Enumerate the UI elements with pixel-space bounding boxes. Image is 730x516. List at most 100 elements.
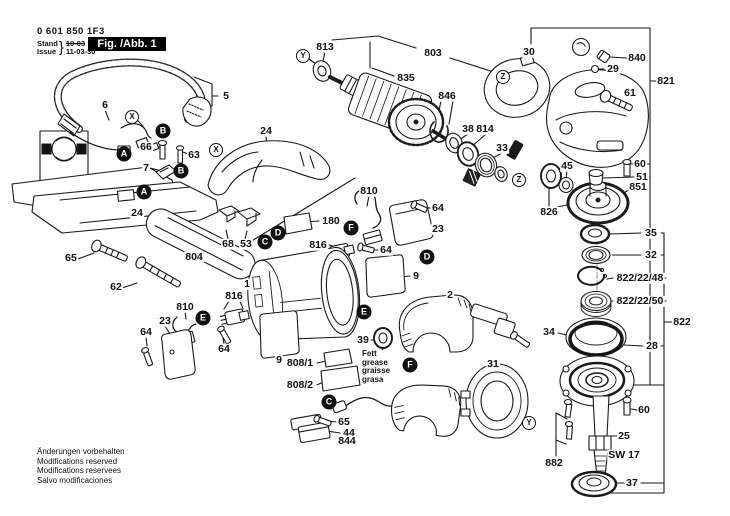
- screw-66-drawing: [157, 139, 168, 160]
- view-marker-Y: Y: [296, 49, 310, 63]
- screw-60-low-drawing: [622, 396, 632, 416]
- view-marker-A: A: [116, 146, 132, 162]
- part-label-840: 840: [627, 51, 647, 64]
- clamp-screw-drawing: [510, 331, 531, 348]
- spindle-25-drawing: [588, 395, 612, 477]
- field-stator-upper-drawing: [398, 294, 474, 353]
- part-label-821: 821: [656, 74, 676, 87]
- view-marker-B: B: [155, 123, 171, 139]
- brace-glyph: }: [58, 39, 64, 56]
- part-label-23: 23: [158, 314, 172, 327]
- view-marker-D: D: [270, 225, 286, 241]
- part-label-65: 65: [64, 251, 78, 264]
- motor-housing-drawing: [483, 37, 649, 186]
- view-marker-A: A: [136, 184, 152, 200]
- screw-64-top-drawing: [410, 200, 428, 213]
- screws-882-drawing: [563, 398, 574, 440]
- figure-label: Fig. /Abb. 1: [88, 37, 166, 51]
- view-marker-E: E: [356, 304, 372, 320]
- part-label-6: 6: [101, 98, 109, 111]
- aux-handle-drawing: [91, 208, 256, 288]
- ring-32-drawing: [581, 245, 611, 265]
- cover-34-ring-28-drawing: [565, 317, 627, 357]
- footer-line: Modifications reservees: [37, 466, 122, 476]
- sheet-9-left-drawing: [259, 310, 300, 359]
- part-label-816: 816: [308, 238, 328, 251]
- part-label-31: 31: [486, 357, 500, 370]
- view-marker-F: F: [343, 220, 359, 236]
- screw-64-lowright-drawing: [217, 325, 232, 345]
- footer-line: Änderungen vorbehalten: [37, 447, 125, 456]
- part-label-844: 844: [337, 434, 357, 447]
- part-label-61: 61: [623, 86, 637, 99]
- part-label-846: 846: [437, 89, 457, 102]
- part-number: 0 601 850 1F3: [37, 26, 105, 37]
- part-label-29: 29: [606, 62, 620, 75]
- part-label-SW-17: SW 17: [607, 448, 641, 461]
- part-label-808-1: 808/1: [285, 356, 315, 369]
- ball-29-drawing: [590, 64, 600, 74]
- part-label-32: 32: [644, 248, 658, 261]
- part-label-51: 51: [635, 170, 649, 183]
- connector-816-low-drawing: [219, 308, 250, 326]
- sheet-808-2-drawing: [320, 365, 361, 392]
- cover-23-low-drawing: [160, 329, 196, 380]
- toothed-washer-814-drawing: [456, 141, 480, 167]
- bearing-33-drawing: [474, 152, 498, 178]
- clamp-part-drawing: [470, 303, 516, 339]
- part-label-39: 39: [356, 333, 370, 346]
- part-label-30: 30: [522, 45, 536, 58]
- part-label-45: 45: [560, 159, 574, 172]
- part-label-35: 35: [644, 226, 658, 239]
- part-label-1: 1: [243, 277, 251, 290]
- part-label-810: 810: [175, 300, 195, 313]
- cap-51-drawing: [588, 168, 604, 186]
- terminal-44-drawing: [290, 413, 331, 444]
- view-marker-F: F: [402, 357, 418, 373]
- screw-60-top-drawing: [622, 158, 632, 177]
- screw-61-drawing: [599, 89, 633, 112]
- view-marker-X: X: [209, 143, 223, 157]
- part-label-835: 835: [396, 71, 416, 84]
- sleeve-840-drawing: [596, 49, 611, 64]
- footer-line: Salvo modificaciones: [37, 475, 113, 485]
- part-label-64: 64: [379, 243, 393, 256]
- part-label-814: 814: [475, 122, 495, 135]
- circlip-48-drawing: [577, 265, 608, 286]
- part-label-37: 37: [625, 476, 639, 489]
- crown-gear-drawing: [566, 180, 630, 225]
- key-45-drawing: [506, 140, 524, 160]
- part-label-804: 804: [184, 250, 204, 263]
- part-label-64: 64: [217, 342, 231, 355]
- part-label-822-22-48: 822/22/48: [615, 271, 665, 284]
- part-label-23: 23: [431, 222, 445, 235]
- part-label-5: 5: [222, 89, 230, 102]
- part-label-813: 813: [315, 40, 335, 53]
- part-label-63: 63: [187, 148, 201, 161]
- part-label-826: 826: [539, 205, 559, 218]
- view-marker-C: C: [257, 234, 273, 250]
- knob-39-drawing: [373, 327, 393, 349]
- part-label-25: 25: [617, 429, 631, 442]
- lock-washer-35-drawing: [579, 223, 611, 245]
- stand-label: Stand: [37, 38, 58, 48]
- view-marker-E: E: [195, 310, 211, 326]
- brush-810-top-drawing: [354, 189, 383, 246]
- part-label-60: 60: [637, 403, 651, 416]
- screw-63-drawing: [175, 145, 185, 164]
- part-label-9: 9: [412, 269, 420, 282]
- part-label-62: 62: [109, 280, 123, 293]
- screw-64-lowleft-drawing: [141, 347, 154, 367]
- view-marker-B: B: [173, 163, 189, 179]
- nut-45-drawing: [558, 176, 574, 194]
- superseded-date: 10-03: [65, 38, 86, 48]
- part-label-44: 44: [342, 426, 356, 439]
- flange-30-drawing: [483, 54, 551, 118]
- view-marker-X: X: [125, 110, 139, 124]
- revision-row: Stand Issue } 10-03 11-03-30: [37, 39, 105, 56]
- footer-line: Modifications reserved: [37, 456, 118, 466]
